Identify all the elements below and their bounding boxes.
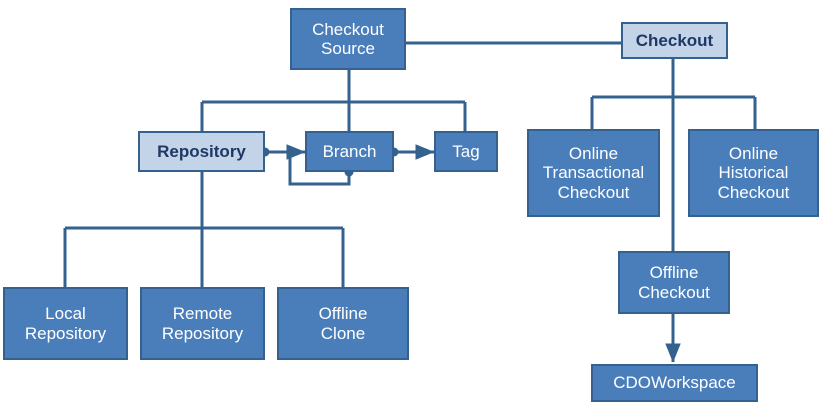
node-label-offline-clone: Offline Clone	[318, 304, 368, 343]
node-online-historical-checkout[interactable]: Online Historical Checkout	[688, 129, 819, 217]
connector-branch-loop-to-repository-branch-link	[288, 152, 351, 186]
node-cdoworkspace[interactable]: CDOWorkspace	[591, 364, 758, 402]
node-label-offline-checkout: Offline Checkout	[638, 263, 710, 302]
node-label-checkout-source: Checkout Source	[312, 19, 384, 58]
node-label-tag: Tag	[452, 141, 480, 161]
node-label-online-transactional-checkout: Online Transactional Checkout	[542, 144, 645, 202]
node-label-online-historical-checkout: Online Historical Checkout	[717, 144, 790, 202]
node-label-repository: Repository	[157, 141, 246, 161]
node-offline-checkout[interactable]: Offline Checkout	[618, 251, 730, 314]
node-repository[interactable]: Repository	[138, 131, 265, 172]
node-label-cdoworkspace: CDOWorkspace	[613, 373, 736, 393]
node-checkout[interactable]: Checkout	[621, 22, 728, 59]
node-tag[interactable]: Tag	[434, 131, 498, 172]
node-checkout-source[interactable]: Checkout Source	[290, 8, 406, 70]
node-label-remote-repository: Remote Repository	[161, 304, 244, 343]
node-local-repository[interactable]: Local Repository	[3, 287, 128, 360]
node-online-transactional-checkout[interactable]: Online Transactional Checkout	[527, 129, 660, 217]
connector-group	[63, 41, 757, 363]
node-remote-repository[interactable]: Remote Repository	[140, 287, 265, 360]
node-offline-clone[interactable]: Offline Clone	[277, 287, 409, 360]
node-label-branch: Branch	[322, 141, 377, 161]
node-label-checkout: Checkout	[635, 30, 714, 50]
node-branch[interactable]: Branch	[305, 131, 394, 172]
node-label-local-repository: Local Repository	[24, 304, 107, 343]
